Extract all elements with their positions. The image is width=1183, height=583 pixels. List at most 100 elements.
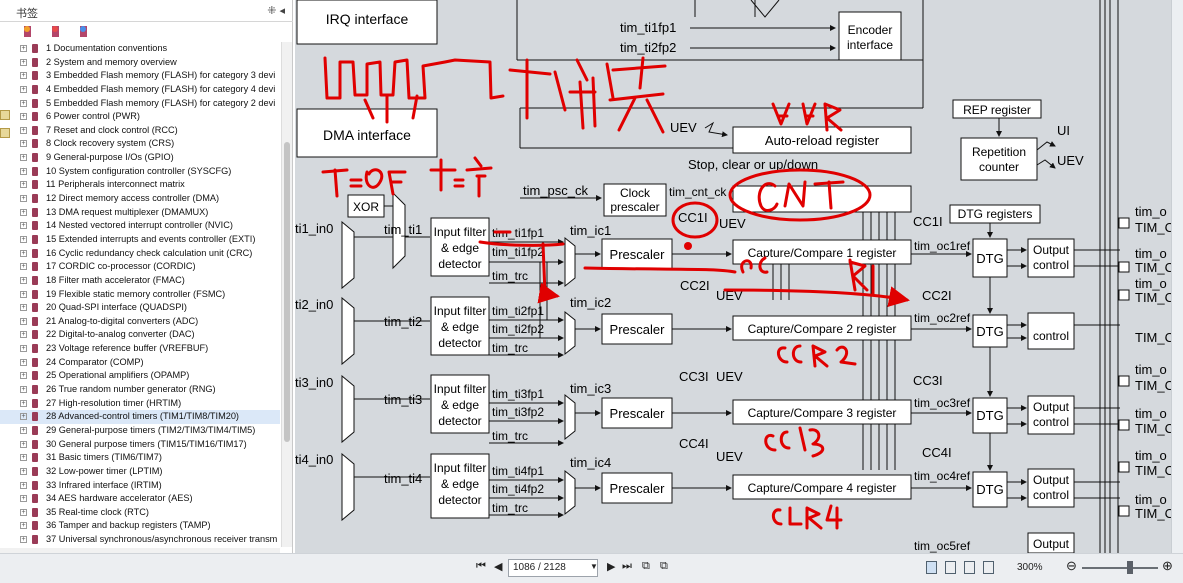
bookmark-item[interactable]: +23 Voltage reference buffer (VREFBUF) <box>0 342 280 356</box>
bookmark-item[interactable]: +1 Documentation conventions <box>0 42 280 56</box>
expand-icon[interactable]: + <box>20 222 27 230</box>
zoom-out-button[interactable]: ⊖ <box>1066 558 1077 573</box>
zoom-slider-knob[interactable] <box>1126 561 1133 574</box>
document-scrollbar[interactable] <box>1171 0 1183 553</box>
two-page-view-icon[interactable] <box>964 561 975 574</box>
expand-icon[interactable]: + <box>20 154 27 162</box>
expand-icon[interactable]: + <box>20 413 27 421</box>
expand-icon[interactable]: + <box>20 276 27 284</box>
expand-icon[interactable]: + <box>20 317 27 325</box>
bookmark-item[interactable]: +12 Direct memory access controller (DMA… <box>0 192 280 206</box>
attachment-icon[interactable] <box>0 128 10 138</box>
first-page-button[interactable]: ⏮ <box>476 560 486 572</box>
expand-icon[interactable]: + <box>20 113 27 121</box>
bookmark-item[interactable]: +9 General-purpose I/Os (GPIO) <box>0 151 280 165</box>
expand-icon[interactable]: + <box>20 235 27 243</box>
page-number-input[interactable]: 1086 / 2128 <box>508 559 598 577</box>
bookmark-item[interactable]: +20 Quad-SPI interface (QUADSPI) <box>0 301 280 315</box>
bookmark-scrollbar[interactable] <box>281 42 292 547</box>
expand-icon[interactable]: + <box>20 208 27 216</box>
last-page-button[interactable]: ⏭ <box>622 560 632 572</box>
bookmark-item[interactable]: +15 Extended interrupts and events contr… <box>0 233 280 247</box>
expand-icon[interactable]: + <box>20 536 27 544</box>
expand-icon[interactable]: + <box>20 72 27 80</box>
expand-icon[interactable]: + <box>20 195 27 203</box>
bookmark-item[interactable]: +32 Low-power timer (LPTIM) <box>0 465 280 479</box>
bookmark-item[interactable]: +29 General-purpose timers (TIM2/TIM3/TI… <box>0 424 280 438</box>
bookmark-item[interactable]: +33 Infrared interface (IRTIM) <box>0 479 280 493</box>
zoom-slider[interactable] <box>1082 567 1158 569</box>
expand-icon[interactable]: + <box>20 467 27 475</box>
expand-icon[interactable]: + <box>20 263 27 271</box>
bookmark-item[interactable]: +4 Embedded Flash memory (FLASH) for cat… <box>0 83 280 97</box>
expand-icon[interactable]: + <box>20 454 27 462</box>
bookmark-item[interactable]: +11 Peripherals interconnect matrix <box>0 178 280 192</box>
bookmark-item[interactable]: +8 Clock recovery system (CRS) <box>0 137 280 151</box>
single-page-view-icon[interactable] <box>926 561 937 574</box>
expand-icon[interactable]: + <box>20 99 27 107</box>
expand-icon[interactable]: + <box>20 304 27 312</box>
bookmark-item[interactable]: +36 Tamper and backup registers (TAMP) <box>0 519 280 533</box>
note-icon[interactable] <box>0 110 10 120</box>
zoom-in-button[interactable]: ⊕ <box>1162 558 1173 573</box>
bookmark-item[interactable]: +5 Embedded Flash memory (FLASH) for cat… <box>0 97 280 111</box>
expand-icon[interactable]: + <box>20 522 27 530</box>
continuous-view-icon[interactable] <box>945 561 956 574</box>
expand-icon[interactable]: + <box>20 426 27 434</box>
bookmark-item[interactable]: +10 System configuration controller (SYS… <box>0 165 280 179</box>
bookmark-item[interactable]: +28 Advanced-control timers (TIM1/TIM8/T… <box>0 410 280 424</box>
bookmark-item[interactable]: +25 Operational amplifiers (OPAMP) <box>0 369 280 383</box>
expand-icon[interactable]: + <box>20 481 27 489</box>
previous-page-button[interactable]: ◀ <box>494 561 503 573</box>
collapse-panel-button[interactable]: ⁜ ◂ <box>267 5 285 17</box>
bookmark-item[interactable]: +19 Flexible static memory controller (F… <box>0 288 280 302</box>
expand-icon[interactable]: + <box>20 167 27 175</box>
bookmark-item[interactable]: +31 Basic timers (TIM6/TIM7) <box>0 451 280 465</box>
bookmark-item[interactable]: +22 Digital-to-analog converter (DAC) <box>0 328 280 342</box>
bookmark-item[interactable]: +16 Cyclic redundancy check calculation … <box>0 247 280 261</box>
page-dropdown-chevron-icon[interactable]: ▼ <box>590 562 598 571</box>
expand-icon[interactable]: + <box>20 140 27 148</box>
bookmark-item[interactable]: +35 Real-time clock (RTC) <box>0 506 280 520</box>
bookmark-item[interactable]: +34 AES hardware accelerator (AES) <box>0 492 280 506</box>
expand-icon[interactable]: + <box>20 181 27 189</box>
expand-icon[interactable]: + <box>20 386 27 394</box>
bookmark-item[interactable]: +21 Analog-to-digital converters (ADC) <box>0 315 280 329</box>
bookmark-properties-icon[interactable] <box>78 25 90 39</box>
expand-icon[interactable]: + <box>20 331 27 339</box>
expand-icon[interactable]: + <box>20 440 27 448</box>
add-bookmark-icon[interactable] <box>22 25 34 39</box>
expand-icon[interactable]: + <box>20 45 27 52</box>
bookmark-scroll-thumb[interactable] <box>284 142 290 442</box>
bookmark-item[interactable]: +6 Power control (PWR) <box>0 110 280 124</box>
next-page-button[interactable]: ▶ <box>607 561 616 573</box>
expand-icon[interactable]: + <box>20 58 27 66</box>
previous-view-icon[interactable]: ⧉ <box>642 560 650 572</box>
bookmark-item[interactable]: +37 Universal synchronous/asynchronous r… <box>0 533 280 547</box>
bookmark-item[interactable]: +13 DMA request multiplexer (DMAMUX) <box>0 206 280 220</box>
panel-options-icon[interactable]: ⁜ <box>267 5 280 17</box>
bookmark-item[interactable]: +26 True random number generator (RNG) <box>0 383 280 397</box>
bookmark-item[interactable]: +24 Comparator (COMP) <box>0 356 280 370</box>
bookmark-item[interactable]: +18 Filter math accelerator (FMAC) <box>0 274 280 288</box>
bookmark-item[interactable]: +3 Embedded Flash memory (FLASH) for cat… <box>0 69 280 83</box>
expand-icon[interactable]: + <box>20 372 27 380</box>
bookmark-item[interactable]: +27 High-resolution timer (HRTIM) <box>0 397 280 411</box>
delete-bookmark-icon[interactable] <box>50 25 62 39</box>
expand-icon[interactable]: + <box>20 85 27 93</box>
bookmark-item[interactable]: +2 System and memory overview <box>0 56 280 70</box>
expand-icon[interactable]: + <box>20 508 27 516</box>
expand-icon[interactable]: + <box>20 290 27 298</box>
expand-icon[interactable]: + <box>20 495 27 503</box>
bookmark-item[interactable]: +7 Reset and clock control (RCC) <box>0 124 280 138</box>
bookmark-item[interactable]: +30 General purpose timers (TIM15/TIM16/… <box>0 438 280 452</box>
bookmark-item[interactable]: +17 CORDIC co-processor (CORDIC) <box>0 260 280 274</box>
expand-icon[interactable]: + <box>20 399 27 407</box>
expand-icon[interactable]: + <box>20 126 27 134</box>
next-view-icon[interactable]: ⧉ <box>660 560 668 572</box>
expand-icon[interactable]: + <box>20 249 27 257</box>
expand-icon[interactable]: + <box>20 345 27 353</box>
expand-icon[interactable]: + <box>20 358 27 366</box>
two-page-continuous-icon[interactable] <box>983 561 994 574</box>
bookmark-item[interactable]: +14 Nested vectored interrupt controller… <box>0 219 280 233</box>
